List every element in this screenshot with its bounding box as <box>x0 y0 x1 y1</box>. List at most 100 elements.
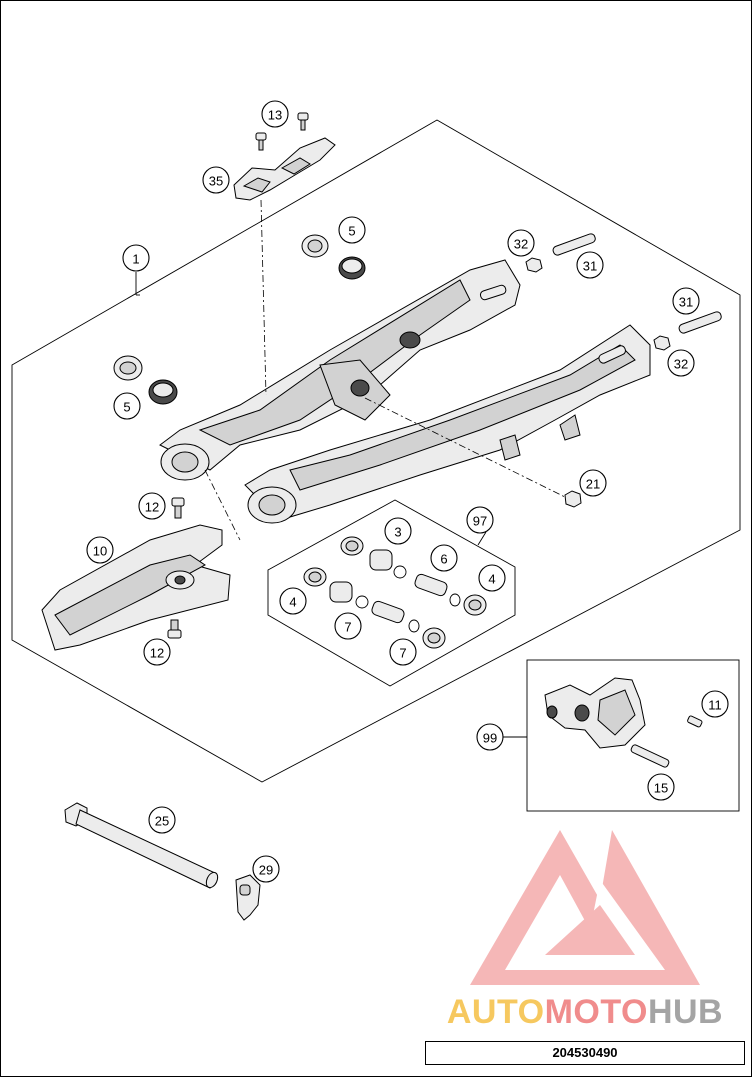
callout-circle <box>113 392 141 420</box>
chain-slider <box>41 524 231 651</box>
callout-circle <box>667 349 695 377</box>
callout-label: 31 <box>583 259 597 274</box>
callout-circle <box>148 806 176 834</box>
callout-circle <box>143 638 171 666</box>
leader-lines <box>135 272 527 738</box>
document-number: 204530490 <box>425 1041 745 1065</box>
callout-circle <box>507 229 535 257</box>
assembly-axis-pivot <box>364 397 566 498</box>
chain-guide <box>544 677 646 749</box>
callout-circle <box>138 492 166 520</box>
screw-13-right <box>297 112 309 131</box>
watermark-word-hub: HUB <box>647 993 724 1031</box>
sleeve-31-right <box>678 311 722 334</box>
nut-32-right <box>653 335 671 351</box>
callout-label: 5 <box>348 224 355 239</box>
callout-c29: 29 <box>252 855 280 883</box>
callout-circle <box>701 690 729 718</box>
callout-label: 4 <box>289 595 296 610</box>
sleeve-31-top <box>552 233 596 256</box>
callout-c12a: 12 <box>138 492 166 520</box>
watermark-logo <box>470 830 700 985</box>
callout-c6: 6 <box>430 544 458 572</box>
callout-label: 12 <box>150 646 164 661</box>
screw-12-top <box>171 497 185 519</box>
callout-circle <box>430 544 458 572</box>
chain-guide-kit-box <box>526 659 740 812</box>
callout-label: 10 <box>93 544 107 559</box>
swingarm <box>159 259 651 524</box>
screw-12-bottom <box>167 619 182 639</box>
callout-circle <box>647 773 675 801</box>
callout-c4a: 4 <box>478 564 506 592</box>
callout-label: 97 <box>473 514 487 529</box>
callout-circle <box>389 638 417 666</box>
callout-circle <box>466 506 494 534</box>
callout-label: 29 <box>259 863 273 878</box>
callout-circle <box>279 587 307 615</box>
callout-c11: 11 <box>701 690 729 718</box>
callout-c99: 99 <box>476 723 504 751</box>
callout-label: 4 <box>488 572 495 587</box>
callout-c32b: 32 <box>667 349 695 377</box>
callout-c5b: 5 <box>113 392 141 420</box>
callout-circle <box>476 723 504 751</box>
bearing-kit-outline <box>267 499 516 687</box>
callout-c31b: 31 <box>672 287 700 315</box>
callout-label: 99 <box>483 731 497 746</box>
callout-circle <box>576 251 604 279</box>
callout-label: 32 <box>514 237 528 252</box>
callout-circle <box>672 287 700 315</box>
callout-c7a: 7 <box>334 612 362 640</box>
screw-13-left <box>255 132 267 151</box>
callout-label: 15 <box>654 781 668 796</box>
callout-c35: 35 <box>202 166 230 194</box>
watermark-word-auto: AUTO <box>446 993 545 1031</box>
assembly-axis-left <box>204 469 241 541</box>
callout-label: 11 <box>708 698 722 713</box>
callout-label: 12 <box>145 500 159 515</box>
callout-label: 6 <box>440 552 447 567</box>
callout-circle <box>252 855 280 883</box>
callout-circle <box>338 216 366 244</box>
watermark-word-moto: MOTO <box>544 993 648 1031</box>
callout-circle <box>86 536 114 564</box>
pivot-caps-left <box>113 355 178 405</box>
callout-circle <box>202 166 230 194</box>
callout-circle <box>122 244 150 272</box>
nut-21 <box>564 490 582 508</box>
callout-circle <box>261 100 289 128</box>
callout-c15: 15 <box>647 773 675 801</box>
nut-32-top <box>525 257 543 273</box>
callout-c1: 1 <box>122 244 150 272</box>
callout-circle <box>384 517 412 545</box>
callout-label: 7 <box>399 646 406 661</box>
callout-circle <box>579 469 607 497</box>
callout-label: 21 <box>586 477 600 492</box>
callout-label: 13 <box>268 108 282 123</box>
screw-15 <box>630 744 670 768</box>
watermark-wordmark: AUTOMOTOHUB <box>424 990 746 1034</box>
bearing-kit-parts <box>303 536 487 649</box>
callout-c4b: 4 <box>279 587 307 615</box>
callout-c10: 10 <box>86 536 114 564</box>
callout-label: 1 <box>132 252 139 267</box>
assembly-axis-bracket <box>260 199 267 396</box>
callout-circle <box>478 564 506 592</box>
callout-label: 35 <box>209 174 223 189</box>
chain-adjuster-29 <box>235 874 261 921</box>
callout-label: 5 <box>123 400 130 415</box>
callout-c7b: 7 <box>389 638 417 666</box>
screw-11 <box>687 715 703 728</box>
callout-c25: 25 <box>148 806 176 834</box>
callout-c5a: 5 <box>338 216 366 244</box>
axle-25 <box>64 802 219 889</box>
callout-label: 31 <box>679 295 693 310</box>
swingarm-kit-outline <box>11 119 741 783</box>
callout-c3: 3 <box>384 517 412 545</box>
callout-c13: 13 <box>261 100 289 128</box>
callout-c31a: 31 <box>576 251 604 279</box>
callout-c97: 97 <box>466 506 494 534</box>
pivot-caps-top <box>301 234 366 280</box>
